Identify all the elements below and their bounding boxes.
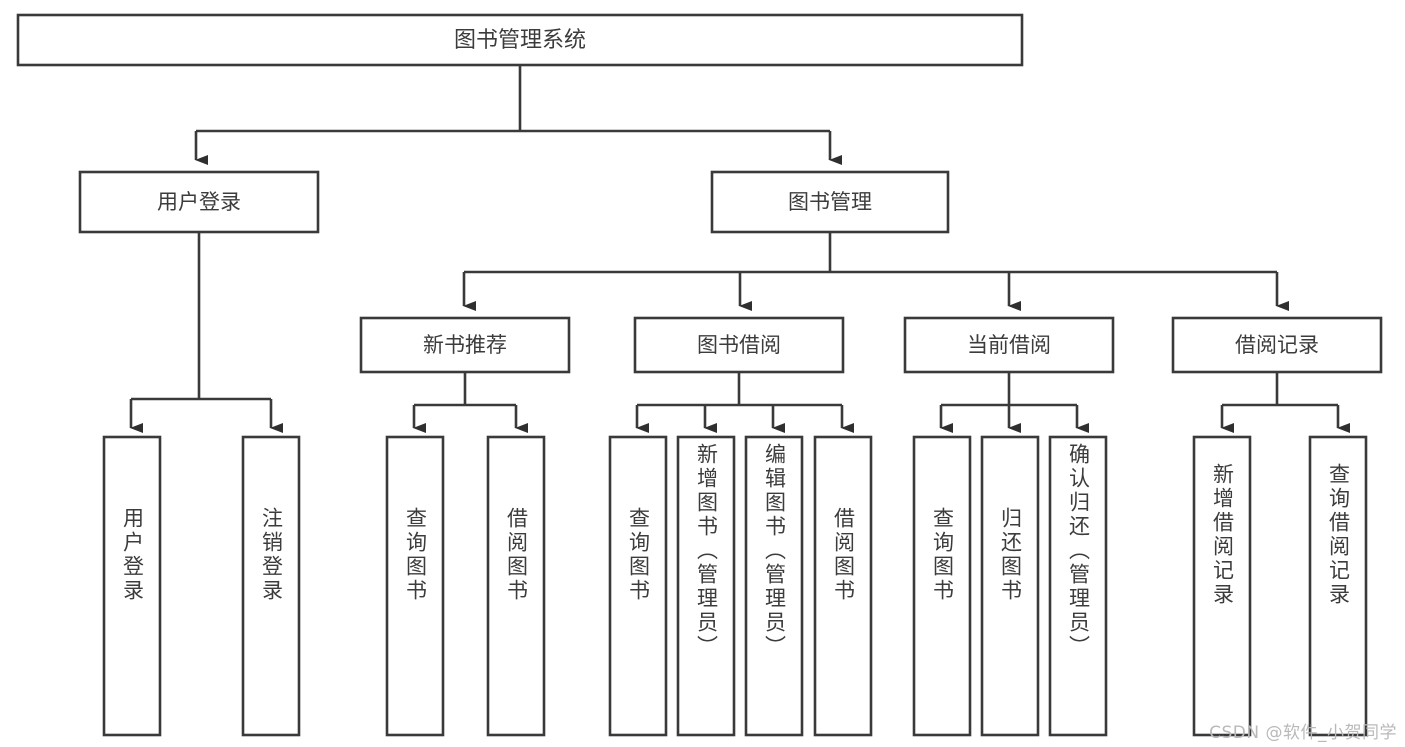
leaf-box-add-borrow-record[interactable] [1192, 435, 1252, 737]
leaf-box-query-book-3[interactable] [912, 435, 972, 737]
node-borrow-records-label: 借阅记录 [1235, 333, 1319, 357]
node-new-book-recommend-box [359, 316, 571, 374]
leaf-box-query-book-2[interactable] [608, 435, 668, 737]
leaf-box-return-book[interactable] [980, 435, 1040, 737]
node-new-book-recommend-label: 新书推荐 [423, 333, 507, 357]
leaf-box-user-login[interactable] [102, 435, 162, 737]
node-root-box [16, 13, 1024, 67]
node-root[interactable]: 图书管理系统 [16, 13, 1024, 67]
node-book-management[interactable]: 图书管理 [710, 170, 950, 234]
leaf-box-query-book-1[interactable] [385, 435, 445, 737]
node-book-management-label: 图书管理 [788, 190, 872, 214]
leaf-box-logout[interactable] [241, 435, 301, 737]
node-book-management-box [710, 170, 950, 234]
leaf-box-edit-book-admin[interactable] [744, 435, 804, 737]
node-current-borrow-box [903, 316, 1115, 374]
node-book-borrow[interactable]: 图书借阅 [633, 316, 845, 374]
node-user-login-label: 用户登录 [157, 190, 241, 214]
csdn-watermark: CSDN @软件_小贺同学 [1209, 723, 1397, 743]
node-book-borrow-label: 图书借阅 [697, 333, 781, 357]
node-current-borrow-label: 当前借阅 [967, 333, 1051, 357]
node-root-label: 图书管理系统 [454, 28, 586, 53]
leaf-box-add-book-admin[interactable] [676, 435, 736, 737]
leaf-box-borrow-book-1[interactable] [486, 435, 546, 737]
leaf-box-confirm-return-admin[interactable] [1048, 435, 1108, 737]
node-current-borrow[interactable]: 当前借阅 [903, 316, 1115, 374]
leaf-box-borrow-book-2[interactable] [813, 435, 873, 737]
node-borrow-records[interactable]: 借阅记录 [1171, 316, 1383, 374]
node-borrow-records-box [1171, 316, 1383, 374]
node-user-login[interactable]: 用户登录 [78, 170, 320, 234]
node-book-borrow-box [633, 316, 845, 374]
node-new-book-recommend[interactable]: 新书推荐 [359, 316, 571, 374]
leaf-box-query-borrow-record[interactable] [1308, 435, 1368, 737]
